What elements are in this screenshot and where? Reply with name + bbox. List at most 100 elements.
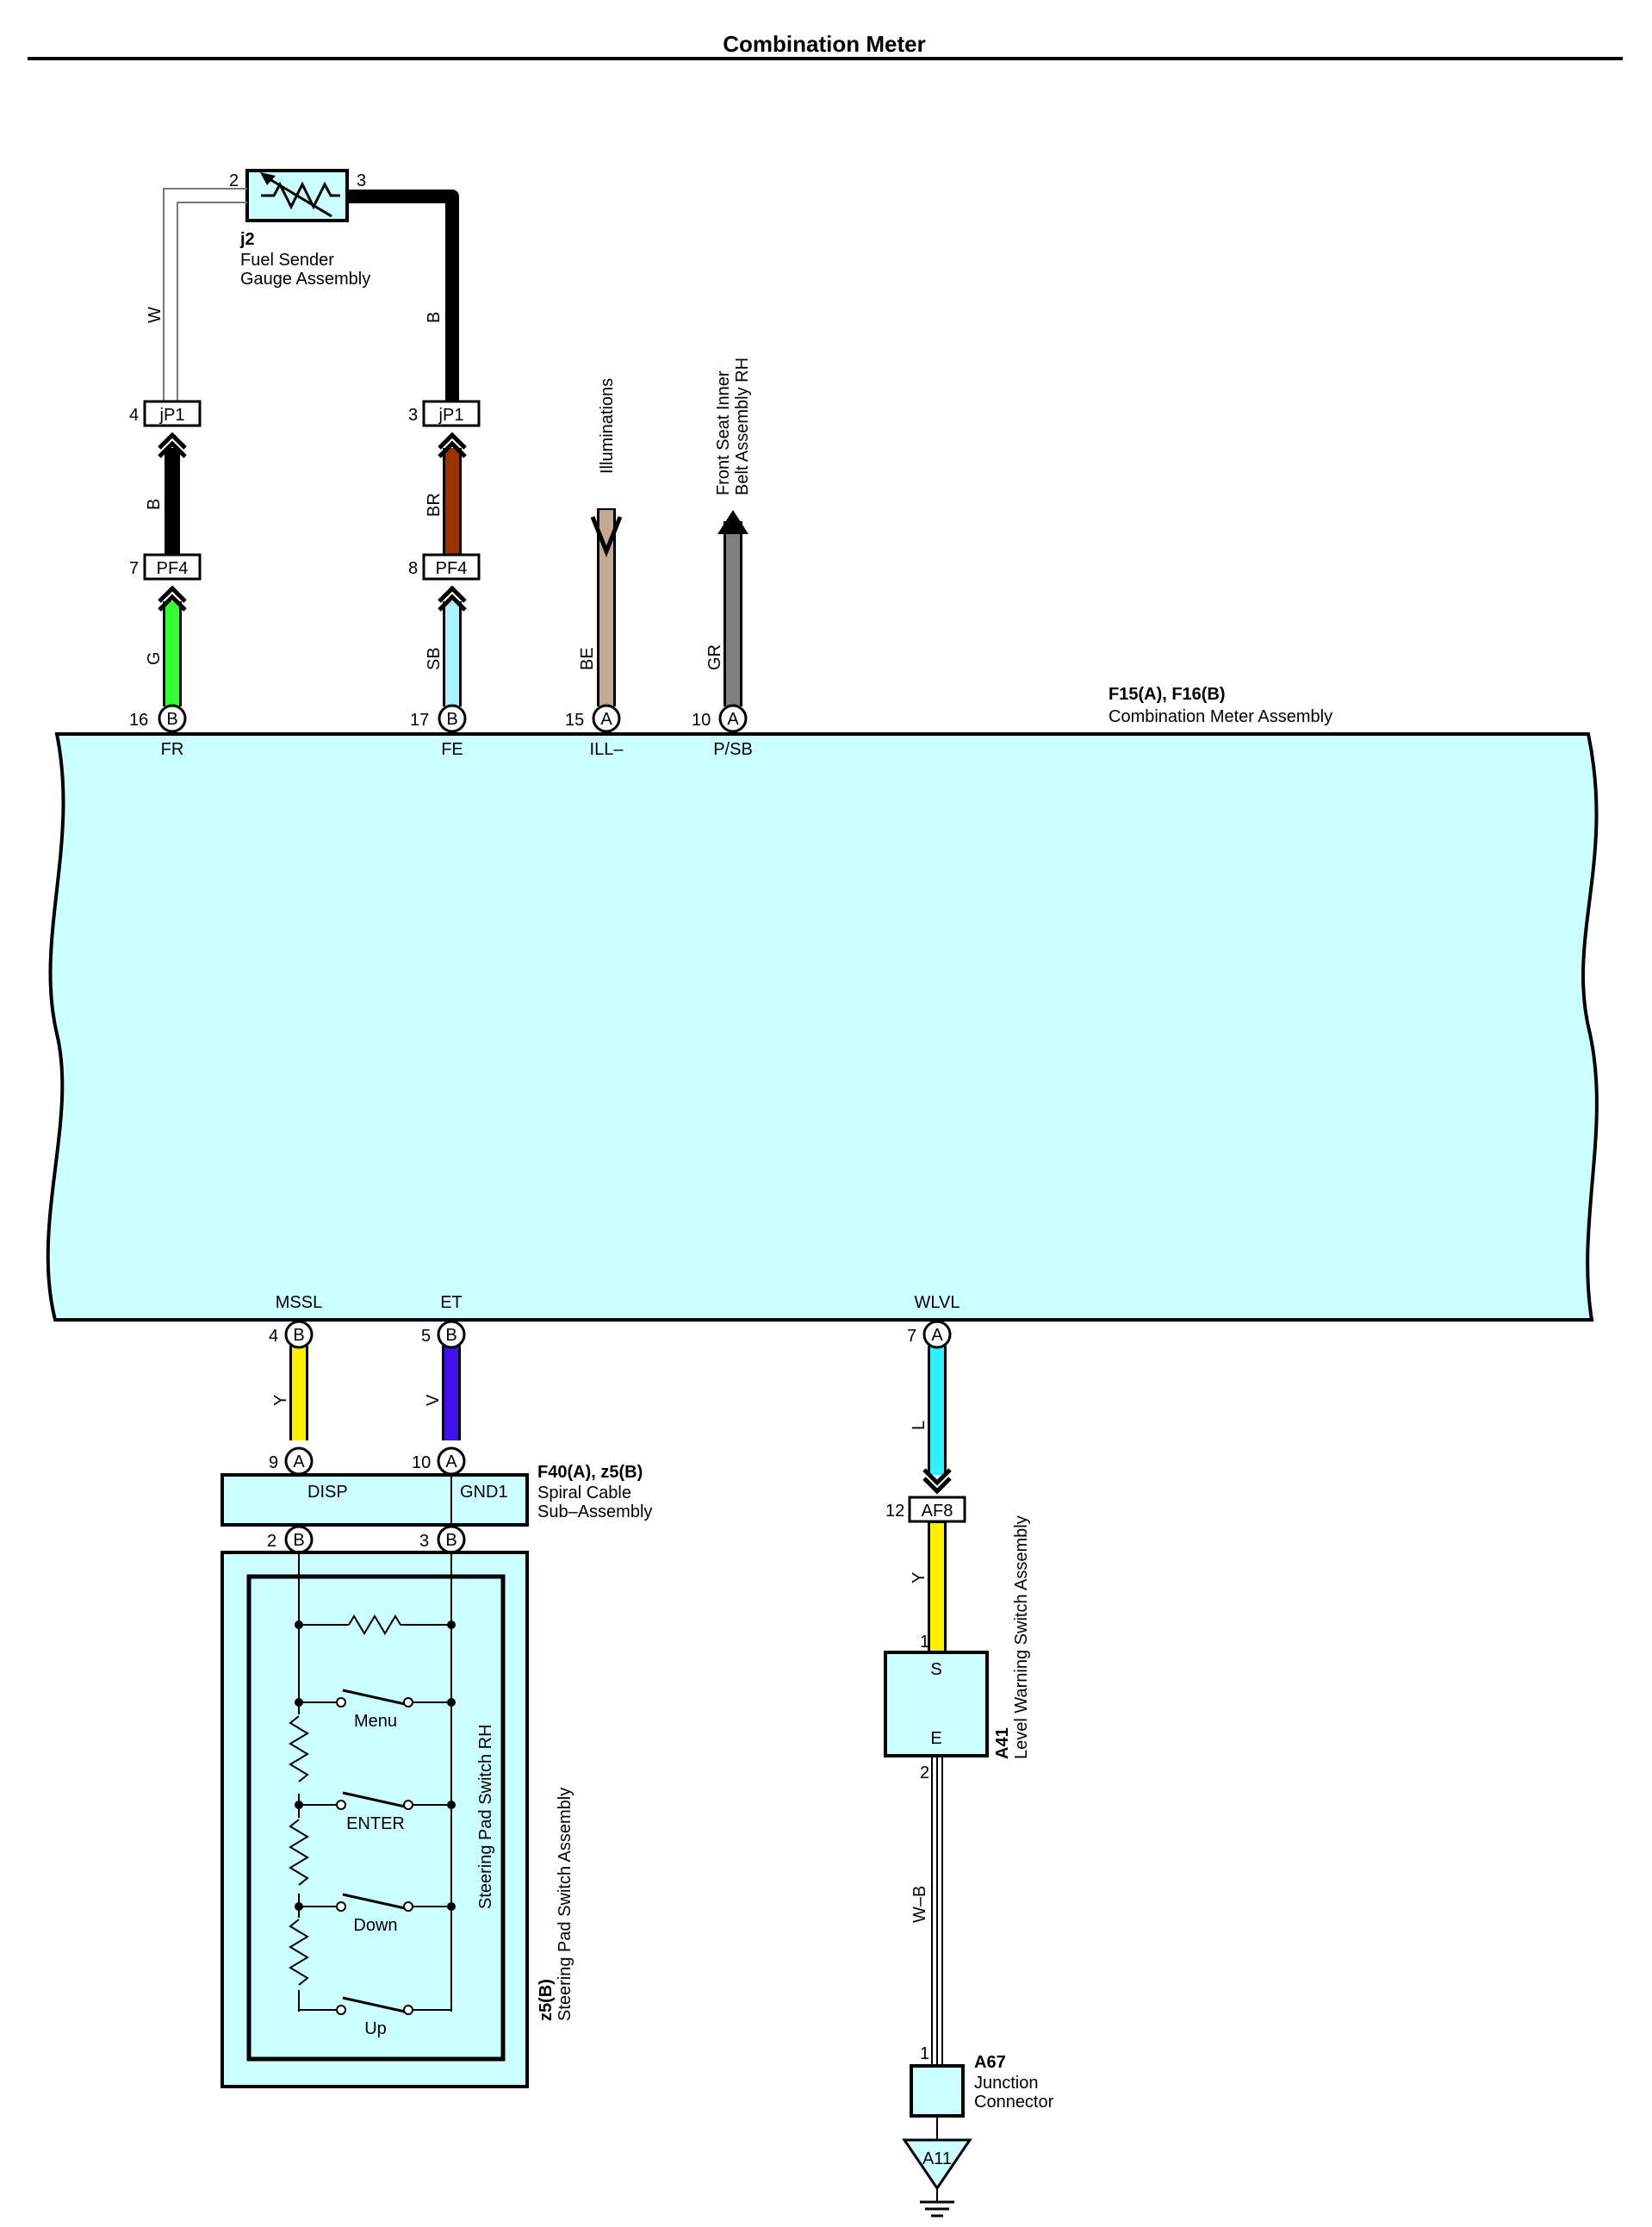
fuel-sender: 2 3 j2 Fuel Sender Gauge Assembly — [229, 169, 370, 289]
level-switch-pin-s: 1 — [920, 1633, 929, 1652]
jp1-right-pin: 3 — [408, 406, 418, 425]
level-switch-s: S — [930, 1660, 941, 1679]
wire-code-y-mssl: Y — [271, 1395, 290, 1406]
dest-belt-2: Belt Assembly RH — [733, 358, 752, 495]
wire-w: W — [146, 188, 247, 405]
spiral-a-right-conn: A — [445, 1453, 457, 1471]
ground-a11: A11 — [902, 2138, 972, 2218]
switch-menu: Menu — [295, 1689, 456, 1731]
terminal-psb-conn: A — [727, 710, 739, 729]
switch-label-down: Down — [353, 1916, 397, 1935]
af8-name: AF8 — [922, 1502, 953, 1521]
level-switch-e: E — [930, 1729, 941, 1748]
wire-code-w: W — [146, 307, 165, 323]
terminal-ill: A 15 ILL– — [565, 704, 624, 759]
steering-pad-outer — [220, 1551, 529, 2088]
combination-meter: F15(A), F16(B) Combination Meter Assembl… — [46, 685, 1599, 1322]
pf4-left-name: PF4 — [157, 559, 189, 578]
terminal-mssl-conn: B — [293, 1326, 304, 1345]
switch-label-menu: Menu — [354, 1712, 397, 1731]
terminal-fe-label: FE — [441, 740, 463, 759]
terminal-psb-pin: 10 — [692, 711, 711, 730]
dest-belt-1: Front Seat Inner — [714, 370, 733, 495]
spiral-name-2: Sub–Assembly — [537, 1502, 652, 1521]
variable-resistor-icon — [261, 181, 340, 210]
spiral-gnd1: GND1 — [460, 1483, 508, 1502]
fuel-sender-pin-2: 2 — [229, 171, 239, 190]
steering-pad-name: Steering Pad Switch Assembly — [556, 1788, 574, 2021]
junction-connector: 1 A67 Junction Connector — [910, 2044, 1054, 2140]
wire-y-af8: Y — [910, 1521, 947, 1652]
wire-b-upper: B — [347, 190, 459, 405]
switch-label-up: Up — [364, 2019, 387, 2038]
level-warning-switch: S E 1 2 A41 Level Warning Switch Assembl… — [884, 1515, 1031, 1782]
terminal-mssl: MSSL B 4 Y — [269, 1293, 322, 1440]
level-switch-code: A41 — [993, 1727, 1012, 1759]
ground-label: A11 — [922, 2149, 952, 2168]
terminal-mssl-label: MSSL — [276, 1293, 322, 1312]
wire-code-gr: GR — [705, 644, 724, 670]
spiral-cable: A 9 A 10 DISP GND1 B 2 B 3 F40(A), z5(B)… — [220, 1446, 652, 1554]
pf4-left-pin: 7 — [129, 559, 139, 578]
terminal-mssl-pin: 4 — [269, 1327, 278, 1346]
connector-pf4-left: PF4 7 — [129, 553, 202, 581]
resistor-icon — [289, 1715, 309, 1782]
terminal-et-label: ET — [440, 1293, 463, 1312]
terminal-wlvl-conn: A — [931, 1326, 943, 1345]
wire-code-b-mid: B — [145, 499, 164, 510]
switch-enter: ENTER — [295, 1791, 456, 1833]
ground-triangle-icon — [902, 2138, 972, 2191]
spiral-code: F40(A), z5(B) — [537, 1463, 643, 1482]
page-title: Combination Meter — [723, 31, 925, 57]
terminal-psb-label: P/SB — [713, 740, 753, 759]
terminal-psb: A 10 P/SB — [692, 704, 753, 759]
wire-code-v-et: V — [424, 1394, 443, 1406]
connector-af8: AF8 12 — [885, 1496, 966, 1523]
wire-wb: W–B — [910, 1756, 943, 2066]
terminal-ill-label: ILL– — [590, 740, 624, 759]
wire-b-mid: B — [145, 432, 187, 554]
spiral-b-left-conn: B — [293, 1531, 304, 1550]
wire-code-sb: SB — [425, 647, 444, 670]
connector-jp1-right: jP1 3 — [408, 400, 481, 427]
wire-code-l: L — [910, 1421, 928, 1430]
switch-down: Down — [295, 1893, 456, 1935]
wire-code-b-upper: B — [425, 312, 444, 323]
jp1-left-pin: 4 — [129, 406, 139, 425]
spiral-pin-9: 9 — [269, 1453, 278, 1472]
junction-name-2: Connector — [974, 2093, 1054, 2112]
steering-pad-switch: Menu ENTER Down Up — [220, 1551, 574, 2088]
spiral-pin-2: 2 — [267, 1532, 276, 1551]
resistor-icon — [289, 1919, 309, 1986]
spiral-pin-3: 3 — [419, 1532, 429, 1551]
meter-code: F15(A), F16(B) — [1109, 685, 1226, 704]
jp1-right-name: jP1 — [438, 406, 464, 425]
terminal-ill-pin: 15 — [565, 711, 584, 730]
meter-name: Combination Meter Assembly — [1109, 707, 1332, 726]
spiral-b-right-conn: B — [445, 1531, 456, 1550]
wire-code-y-af8: Y — [910, 1572, 928, 1583]
terminal-wlvl: WLVL A 7 L — [907, 1293, 960, 1495]
spiral-a-left-conn: A — [293, 1453, 305, 1471]
terminal-fr-label: FR — [161, 740, 184, 759]
wire-code-br: BR — [425, 493, 444, 517]
junction-code: A67 — [974, 2053, 1006, 2072]
wire-br: BR — [425, 432, 467, 554]
terminal-fr-pin: 16 — [129, 711, 148, 730]
steering-pad-inner — [246, 1574, 506, 2062]
spiral-disp: DISP — [307, 1483, 348, 1502]
wire-g: G — [145, 585, 187, 706]
level-switch-name: Level Warning Switch Assembly — [1012, 1515, 1031, 1759]
fuel-sender-code: j2 — [239, 230, 255, 249]
jp1-left-name: jP1 — [159, 406, 185, 425]
junction-name-1: Junction — [974, 2074, 1039, 2093]
level-switch-pin-e: 2 — [920, 1764, 929, 1782]
terminal-fe: B 17 FE — [410, 704, 467, 759]
terminal-fr: B 16 FR — [129, 704, 187, 759]
arrow-up-icon — [717, 510, 748, 534]
meter-body — [46, 732, 1599, 1322]
switch-up: Up — [299, 1996, 451, 2038]
terminal-wlvl-label: WLVL — [915, 1293, 960, 1312]
